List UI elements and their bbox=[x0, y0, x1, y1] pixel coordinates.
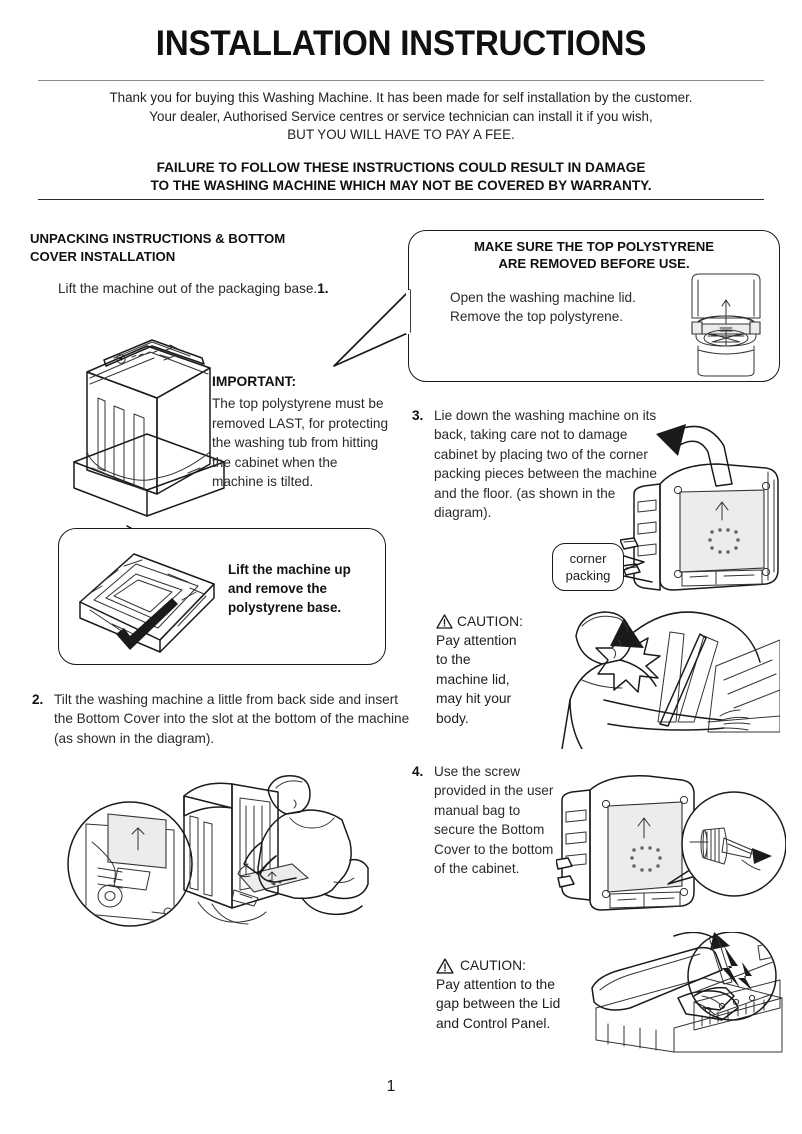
important-label: IMPORTANT: bbox=[212, 374, 297, 389]
warning-triangle-icon bbox=[436, 957, 454, 974]
warning-triangle-icon bbox=[436, 614, 453, 629]
open-lid-illustration bbox=[678, 272, 774, 380]
caution-2-line-2: gap between the Lid bbox=[436, 996, 561, 1012]
caution-2-label: CAUTION: bbox=[460, 958, 526, 973]
corner-packing-leader-lines bbox=[623, 555, 653, 583]
caution-1-line-3: machine lid, bbox=[436, 671, 510, 687]
top-bubble-title-line-1: MAKE SURE THE TOP POLYSTYRENE bbox=[473, 239, 715, 254]
caution-2-header: CAUTION: bbox=[436, 956, 584, 975]
lid-hits-body-illustration bbox=[548, 604, 780, 749]
lay-machine-illustration bbox=[620, 420, 790, 595]
step-3-text: Lie down the washing machine on its back… bbox=[434, 408, 657, 521]
step-4: 4. Use the screw provided in the user ma… bbox=[412, 762, 562, 878]
corner-packing-line-1: corner bbox=[569, 551, 607, 566]
base-callout-line-3: polystyrene base. bbox=[228, 600, 342, 615]
lid-gap-illustration bbox=[582, 932, 792, 1057]
section-heading-line-2: COVER INSTALLATION bbox=[30, 248, 176, 264]
step-1: Lift the machine out of the packaging ba… bbox=[58, 279, 398, 298]
polystyrene-base-callout-text: Lift the machine up and remove the polys… bbox=[228, 560, 378, 617]
base-callout-line-2: and remove the bbox=[228, 581, 327, 596]
step-2-text: Tilt the washing machine a little from b… bbox=[54, 692, 410, 746]
caution-lid-hit-body: CAUTION: Pay attention to the machine li… bbox=[436, 612, 532, 728]
step-2: 2. Tilt the washing machine a little fro… bbox=[32, 690, 414, 748]
intro-line-2: Your dealer, Authorised Service centres … bbox=[149, 108, 653, 124]
step-1-number: 1. bbox=[317, 281, 329, 296]
base-callout-line-1: Lift the machine up bbox=[228, 562, 351, 577]
step-1-text: Lift the machine out of the packaging ba… bbox=[58, 281, 318, 296]
section-heading-line-1: UNPACKING INSTRUCTIONS & BOTTOM bbox=[30, 231, 286, 246]
top-bubble-title: MAKE SURE THE TOP POLYSTYRENE ARE REMOVE… bbox=[418, 238, 770, 272]
step-4-text: Use the screw provided in the user manua… bbox=[434, 764, 554, 877]
warning-line-1: FAILURE TO FOLLOW THESE INSTRUCTIONS COU… bbox=[156, 160, 646, 175]
caution-1-line-2: to the bbox=[436, 652, 471, 668]
left-column: UNPACKING INSTRUCTIONS & BOTTOM COVER IN… bbox=[30, 230, 395, 271]
section-heading: UNPACKING INSTRUCTIONS & BOTTOM COVER IN… bbox=[30, 230, 395, 265]
intro-line-3: BUT YOU WILL HAVE TO PAY A FEE. bbox=[287, 127, 515, 142]
top-polystyrene-bubble bbox=[408, 230, 780, 382]
important-note: IMPORTANT: The top polystyrene must be r… bbox=[212, 372, 390, 492]
page-title: INSTALLATION INSTRUCTIONS bbox=[155, 24, 647, 63]
caution-2-line-1: Pay attention to the bbox=[436, 977, 555, 992]
top-bubble-body-line-2: Remove the top polystyrene. bbox=[450, 309, 624, 324]
caution-1-header: CAUTION: bbox=[436, 612, 532, 631]
important-body: The top polystyrene must be removed LAST… bbox=[212, 396, 389, 490]
bottom-cover-installation-illustration bbox=[62, 772, 392, 932]
caution-1-line-1: Pay attention bbox=[436, 633, 517, 648]
intro-paragraph: Thank you for buying this Washing Machin… bbox=[40, 89, 762, 145]
corner-packing-line-2: packing bbox=[565, 568, 611, 583]
warning-paragraph: FAILURE TO FOLLOW THESE INSTRUCTIONS COU… bbox=[40, 159, 762, 195]
warning-line-2: TO THE WASHING MACHINE WHICH MAY NOT BE … bbox=[150, 178, 652, 193]
step-2-number: 2. bbox=[32, 692, 44, 707]
caution-lid-gap-body: CAUTION: Pay attention to the gap betwee… bbox=[436, 956, 584, 1033]
intro-line-1: Thank you for buying this Washing Machin… bbox=[109, 90, 693, 105]
step-4-number: 4. bbox=[412, 764, 424, 779]
screw-bottom-cover-illustration bbox=[556, 772, 786, 927]
caution-1-line-4: may hit your bbox=[436, 691, 512, 707]
polystyrene-base-callout-box bbox=[58, 528, 386, 665]
machine-on-base-illustration bbox=[52, 302, 242, 532]
top-bubble-title-line-2: ARE REMOVED BEFORE USE. bbox=[498, 256, 690, 271]
caution-1-label: CAUTION: bbox=[457, 614, 523, 629]
header-divider-top bbox=[38, 80, 764, 81]
caution-1-line-5: body. bbox=[436, 710, 469, 726]
step-3: 3. Lie down the washing machine on its b… bbox=[412, 406, 674, 522]
polystyrene-base-illustration bbox=[72, 540, 220, 658]
header-divider-bottom bbox=[38, 199, 764, 200]
top-bubble-body-line-1: Open the washing machine lid. bbox=[450, 290, 636, 305]
bubble-tail bbox=[333, 289, 411, 367]
corner-packing-label: corner packing bbox=[552, 543, 624, 591]
top-bubble-body: Open the washing machine lid. Remove the… bbox=[450, 288, 680, 326]
page-number: 1 bbox=[386, 1078, 396, 1095]
caution-2-line-3: and Control Panel. bbox=[436, 1015, 551, 1031]
step-3-number: 3. bbox=[412, 408, 424, 423]
